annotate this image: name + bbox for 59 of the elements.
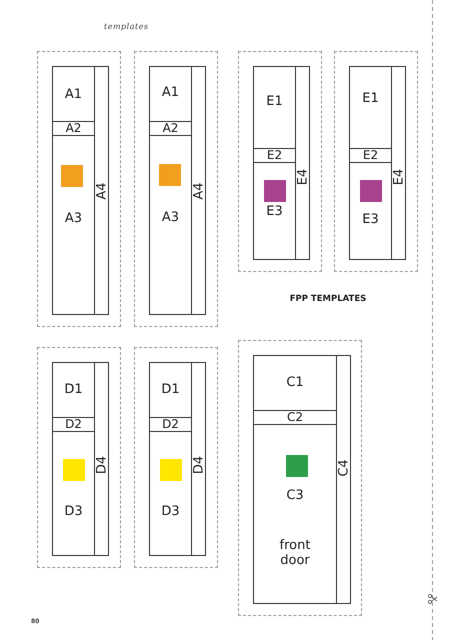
main-patch (52, 431, 95, 556)
main-patch (52, 135, 95, 315)
main-patch (253, 424, 337, 604)
patch-label: A4 (191, 182, 206, 200)
section-heading: FPP TEMPLATES (288, 294, 368, 304)
patch-label: D3 (160, 504, 181, 519)
patch-label: D2 (161, 417, 180, 432)
cutting-outline (134, 347, 218, 568)
top-patch (349, 66, 392, 149)
patch-label: C2 (286, 410, 304, 425)
page-section-heading: templates (104, 22, 149, 31)
side-strip (191, 66, 206, 315)
patch-label: E1 (265, 94, 284, 109)
top-patch (253, 355, 337, 411)
cutting-outline (37, 51, 121, 327)
patch-note: front door (278, 538, 312, 568)
main-patch (149, 135, 192, 315)
side-strip (94, 66, 109, 315)
top-patch (52, 362, 95, 418)
side-strip (295, 66, 310, 260)
patch-label: A3 (160, 210, 180, 225)
patch-label: D3 (63, 504, 84, 519)
cutting-outline (238, 340, 362, 616)
cutting-outline (134, 51, 218, 327)
patch-label: C3 (285, 488, 305, 503)
cutting-outline (334, 51, 418, 272)
top-patch (253, 66, 296, 149)
patch-label: D4 (94, 456, 109, 474)
patch-label: D2 (64, 417, 83, 432)
patch-label: D1 (160, 382, 181, 397)
side-strip (191, 362, 206, 556)
patch-label: E4 (295, 168, 310, 186)
patch-label: D1 (63, 382, 84, 397)
patch-label: E3 (361, 212, 380, 227)
patch-label: A1 (64, 87, 84, 102)
patch-label: C4 (336, 459, 351, 477)
side-strip (391, 66, 406, 260)
patch-label: D4 (191, 456, 206, 474)
top-patch (52, 66, 95, 122)
side-strip (336, 355, 351, 604)
patch-label: A4 (94, 182, 109, 200)
patch-label: E1 (361, 91, 380, 106)
cutting-outline (238, 51, 322, 272)
main-patch (149, 431, 192, 556)
top-patch (149, 66, 192, 122)
patch-label: E2 (362, 148, 380, 163)
patch-label: E3 (265, 204, 284, 219)
side-strip (94, 362, 109, 556)
patch-label: A1 (160, 85, 180, 100)
cutting-outline (37, 347, 121, 568)
patch-label: A2 (64, 121, 82, 136)
main-patch (253, 162, 296, 260)
patch-label: A3 (64, 211, 84, 226)
patch-label: C1 (285, 375, 305, 390)
top-patch (149, 362, 192, 418)
patch-label: E2 (266, 148, 284, 163)
patch-label: A2 (162, 121, 180, 136)
main-patch (349, 162, 392, 260)
patch-label: E4 (391, 168, 406, 186)
